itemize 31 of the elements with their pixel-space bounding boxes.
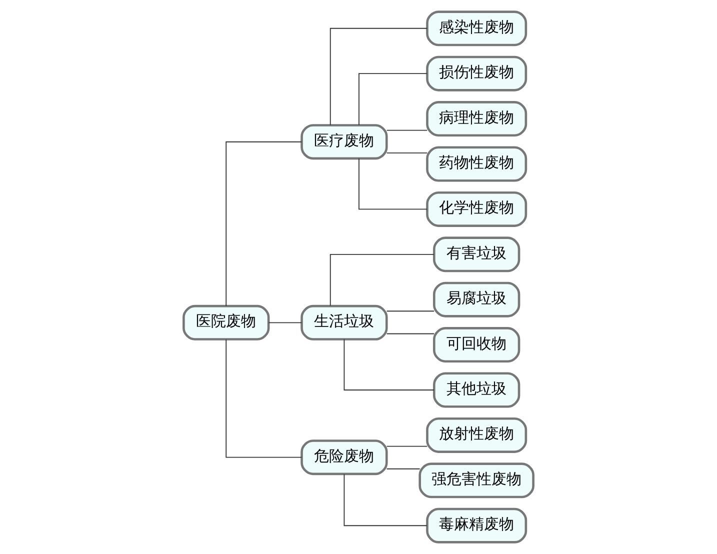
- node-box: 强危害性废物: [418, 462, 534, 498]
- node-box: 易腐垃圾: [433, 282, 520, 318]
- connector: [344, 474, 428, 526]
- connector: [386, 468, 420, 470]
- node-box: 其他垃圾: [433, 372, 520, 408]
- node-box: 放射性废物: [426, 417, 528, 453]
- node-box: 医疗废物: [300, 124, 388, 160]
- node-box: 危险废物: [300, 440, 388, 476]
- connector: [358, 158, 428, 210]
- connector: [386, 446, 428, 447]
- connector: [386, 130, 428, 131]
- node-box: 感染性废物: [426, 10, 528, 46]
- node-box: 医院废物: [182, 304, 270, 340]
- node-box: 有害垃圾: [433, 236, 520, 272]
- connector: [386, 333, 434, 334]
- node-box: 化学性废物: [426, 191, 528, 227]
- connector: [268, 322, 302, 324]
- node-box: 可回收物: [433, 327, 520, 363]
- connector: [226, 339, 302, 458]
- connector: [330, 28, 428, 126]
- connector: [344, 338, 434, 390]
- connector: [226, 141, 302, 306]
- node-box: 病理性废物: [426, 101, 528, 137]
- connector: [386, 152, 428, 154]
- connector: [330, 254, 434, 306]
- node-box: 生活垃圾: [300, 304, 388, 340]
- connector: [358, 73, 428, 126]
- node-box: 药物性废物: [426, 146, 528, 182]
- connector: [386, 310, 434, 312]
- node-box: 毒麻精废物: [426, 508, 528, 544]
- node-box: 损伤性废物: [426, 56, 528, 92]
